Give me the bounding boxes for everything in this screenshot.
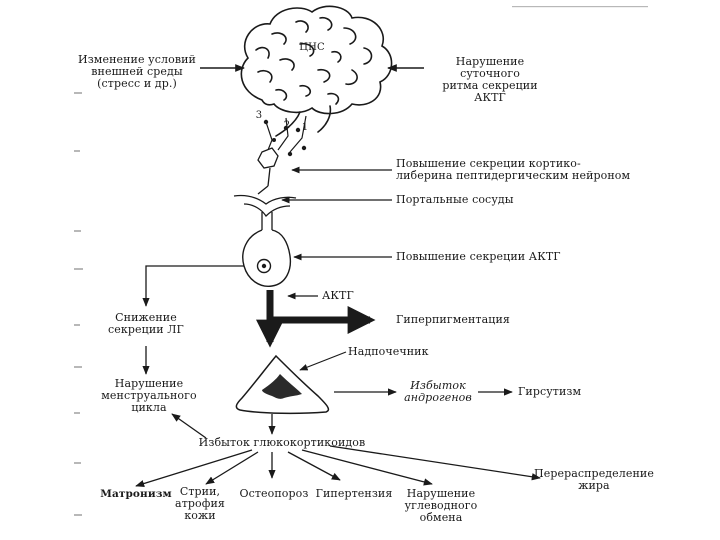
pointer-adrenal-label: [299, 351, 347, 371]
peptidergic-neuron-icon: [257, 147, 279, 195]
arrow-pituitary-to-lh: [142, 265, 244, 307]
matronism-label: Матронизм: [100, 488, 172, 500]
cns-label: ЦНС: [299, 42, 325, 53]
androgen-excess-label: Избыток андрогенов: [404, 379, 472, 404]
synapse-dots: [263, 119, 307, 157]
crh-increase-label: Повышение секреции кортико- либерина пеп…: [396, 157, 631, 182]
margin-marks: [74, 6, 648, 516]
hyperpigmentation-label: Гиперпигментация: [396, 313, 510, 326]
carb-metabolism-label: Нарушение углеводного обмена: [404, 487, 478, 524]
acth-increase-label: Повышение секреции АКТГ: [396, 250, 561, 263]
external-change-label: Изменение условий внешней среды (стресс …: [78, 53, 196, 90]
nucleus-number-2: 2: [283, 120, 291, 131]
pituitary-icon: [242, 229, 292, 287]
acth-label: АКТГ: [322, 289, 354, 302]
fat-redistribution-label: Перераспределение жира: [534, 467, 654, 492]
nucleus-number-3: 3: [255, 110, 263, 121]
osteoporosis-label: Остеопороз: [239, 487, 309, 500]
brain-icon: [240, 5, 393, 137]
striae-label: Стрии, атрофия кожи: [175, 485, 225, 522]
portal-vessels-label: Портальные сосуды: [396, 193, 514, 206]
nucleus-number-1: 1: [301, 122, 309, 133]
glucocorticoid-effects-arrows: [135, 445, 541, 488]
circadian-label: Нарушение суточного ритма секреции АКТГ: [442, 55, 538, 104]
arrow-gluco-to-menstrual: [171, 413, 207, 439]
adrenal-gland-icon: [235, 354, 330, 415]
adrenal-label: Надпочечник: [348, 345, 429, 358]
hypertension-label: Гипертензия: [315, 487, 393, 500]
glucocorticoid-excess-label: Избыток глюкокортикоидов: [198, 436, 366, 449]
lh-decrease-label: Снижение секреции ЛГ: [108, 311, 184, 336]
portal-vessels-icon: [233, 194, 297, 232]
hirsutism-label: Гирсутизм: [518, 385, 582, 398]
menstrual-label: Нарушение менструального цикла: [101, 377, 197, 414]
